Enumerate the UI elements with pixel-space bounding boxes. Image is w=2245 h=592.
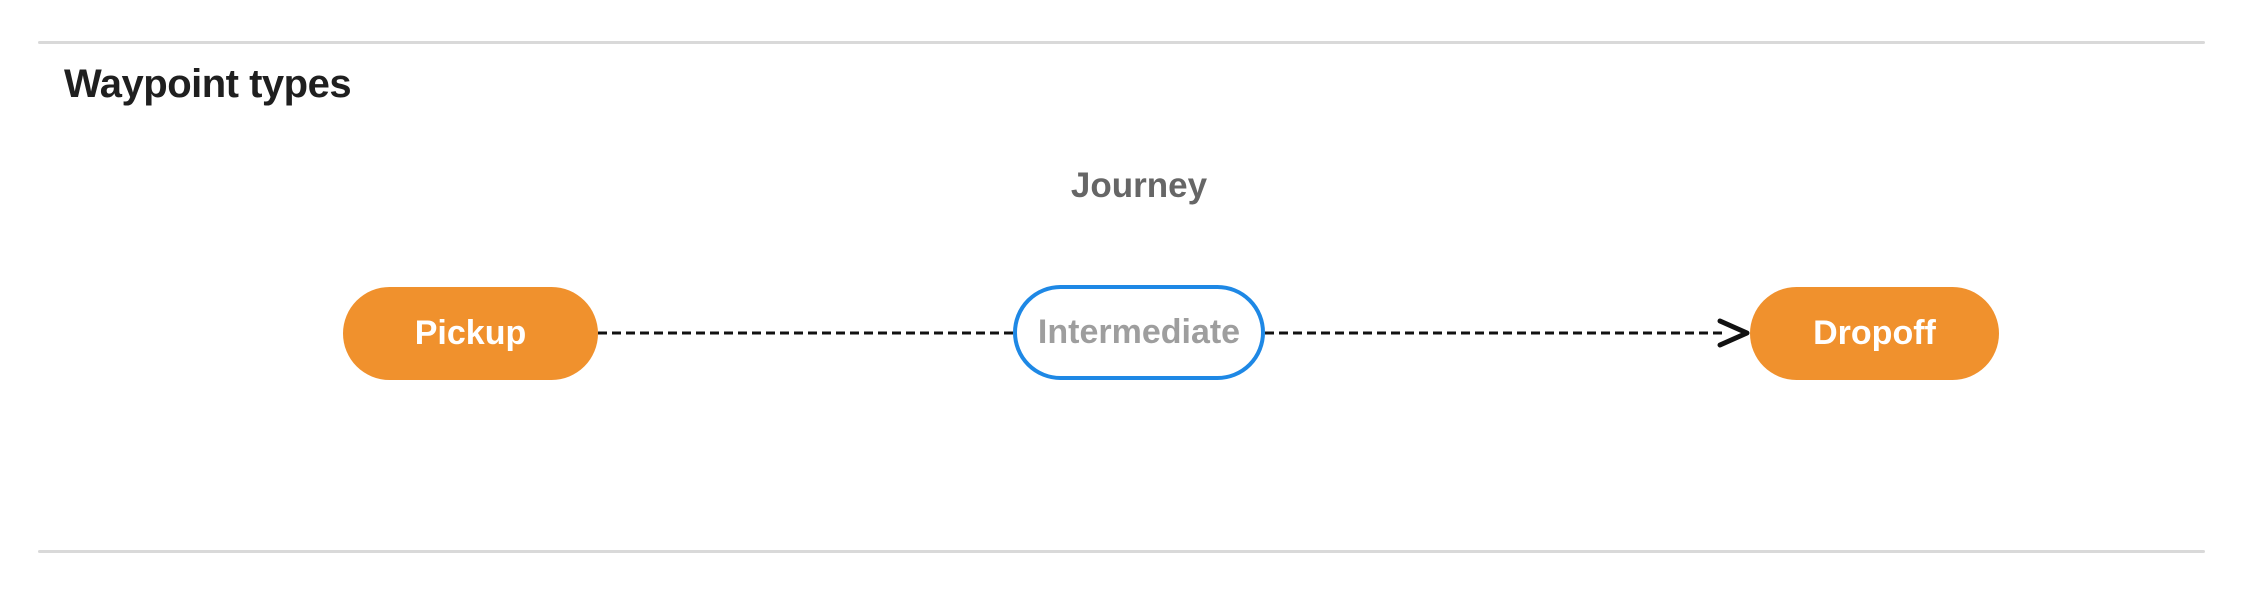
section-title: Waypoint types xyxy=(64,62,352,106)
node-dropoff-label: Dropoff xyxy=(1813,314,1936,352)
diagram-title: Journey xyxy=(1070,166,1208,205)
node-intermediate: Intermediate xyxy=(1013,285,1265,380)
node-pickup: Pickup xyxy=(343,287,598,380)
node-intermediate-label: Intermediate xyxy=(1037,313,1241,351)
node-dropoff: Dropoff xyxy=(1750,287,1999,380)
node-pickup-label: Pickup xyxy=(414,314,527,352)
bottom-divider xyxy=(38,550,2205,553)
arrowhead-icon xyxy=(1717,318,1750,348)
top-divider xyxy=(38,41,2205,44)
